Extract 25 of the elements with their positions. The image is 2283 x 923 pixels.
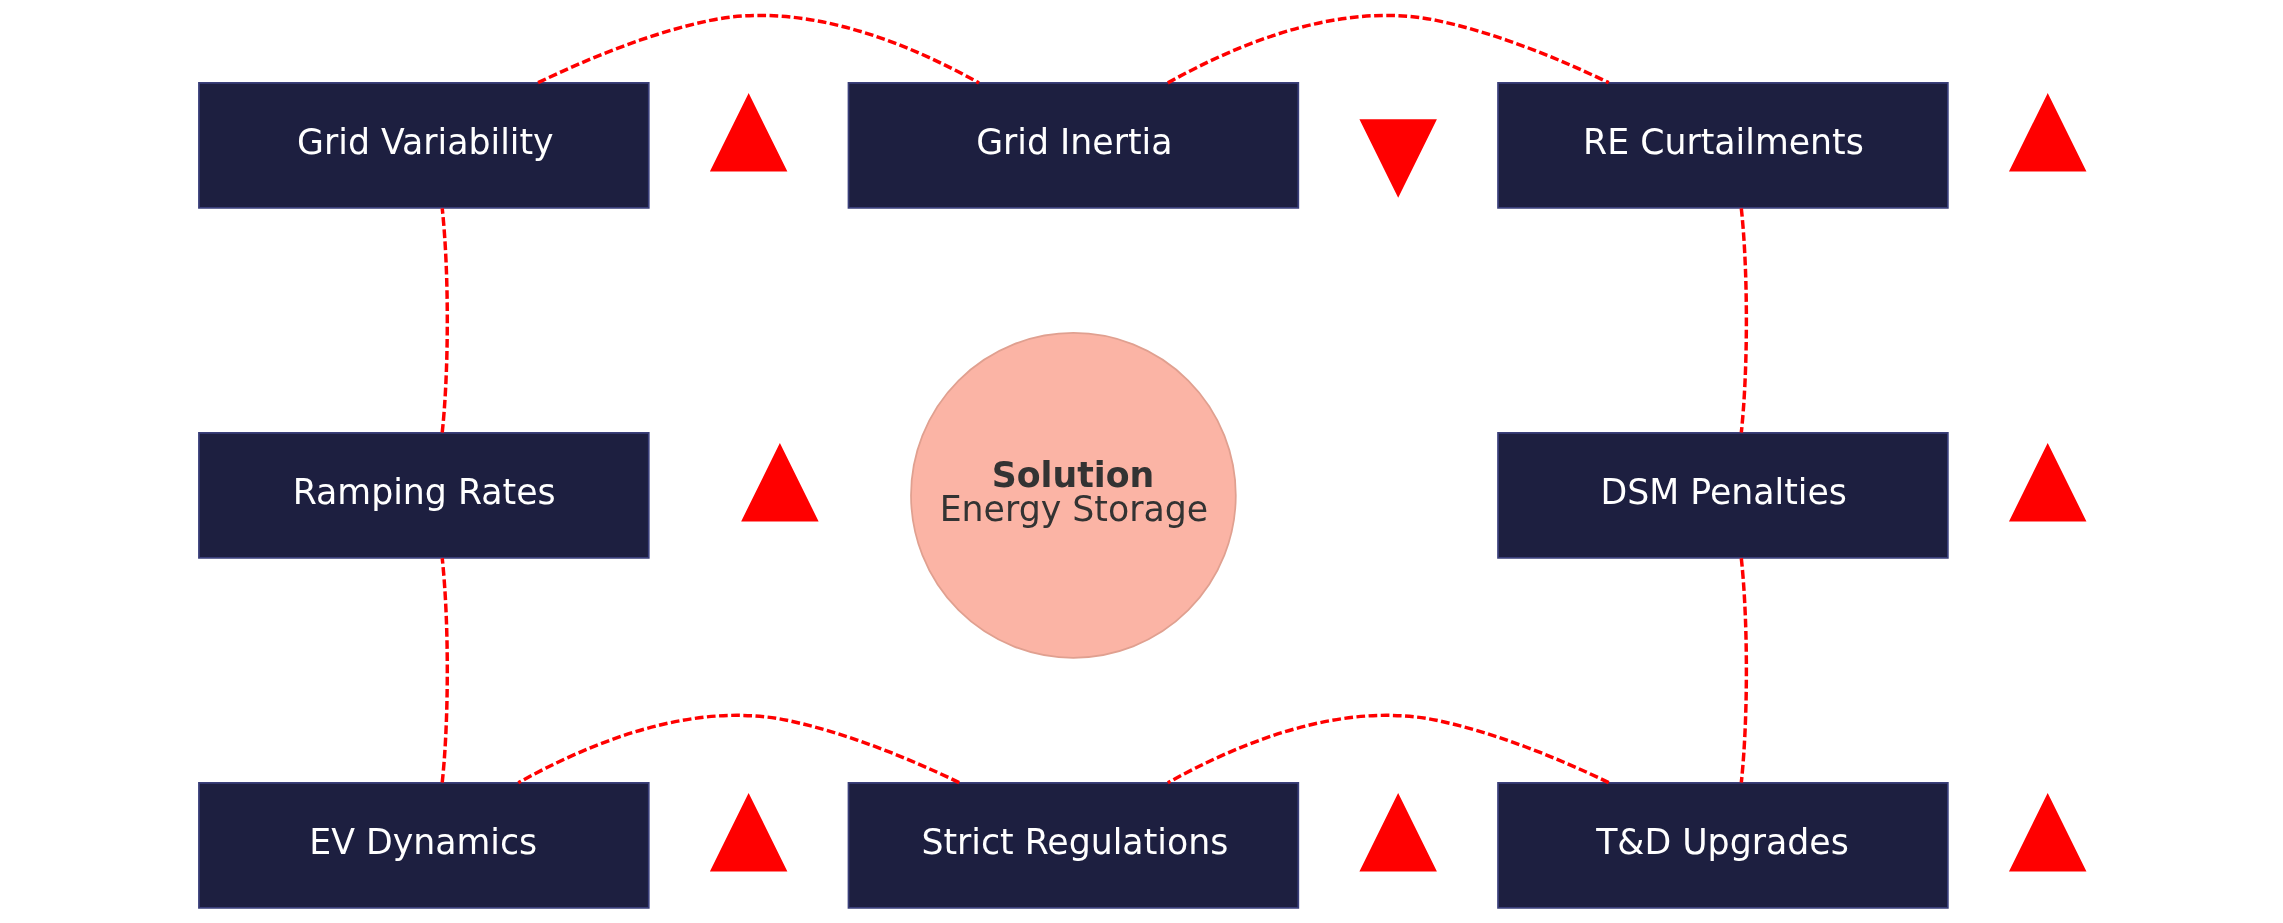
connector (1739, 558, 1748, 783)
connector (536, 13, 980, 85)
node-up-arrow (709, 93, 787, 172)
node-box: EV Dynamics (197, 781, 650, 909)
connector (440, 558, 449, 783)
node-up-arrow (2008, 93, 2086, 172)
node-circle: Solution Energy Storage (909, 332, 1237, 659)
node-box: Ramping Rates (197, 432, 650, 559)
node-up-arrow (740, 443, 819, 522)
node-down-arrow (1358, 119, 1437, 198)
connector (1166, 713, 1609, 785)
node-box: RE Curtailments (1496, 82, 1949, 209)
node-up-arrow (2008, 443, 2086, 522)
node-box: T&D Upgrades (1496, 781, 1949, 909)
connector (1739, 208, 1748, 433)
connector (1166, 13, 1609, 85)
node-up-arrow (2008, 793, 2086, 872)
node-box: Grid Variability (197, 82, 650, 209)
node-up-arrow (709, 793, 787, 872)
connector (440, 208, 449, 433)
node-box: DSM Penalties (1496, 432, 1949, 559)
node-box: Strict Regulations (847, 781, 1299, 909)
connector (516, 713, 960, 785)
node-up-arrow (1358, 793, 1437, 872)
node-box: Grid Inertia (847, 82, 1299, 209)
